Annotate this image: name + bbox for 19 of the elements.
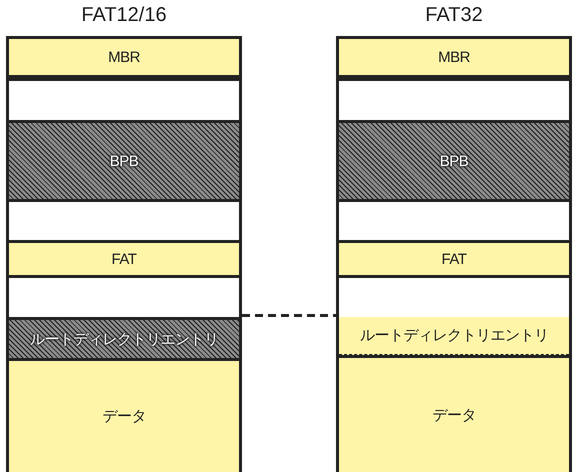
region-block [9,358,239,472]
dashed-guide-line [242,314,336,317]
column-heading: FAT32 [424,4,484,27]
region-label: FAT [442,250,466,268]
region-block [9,39,239,78]
region-block [9,240,239,275]
column-heading: FAT12/16 [80,4,168,27]
hatched-region-block [339,120,569,199]
region-label: FAT [112,250,136,268]
region-label: データ [102,407,146,426]
region-label: MBR [108,48,140,66]
region-block [339,317,569,355]
region-block [339,355,569,472]
region-label: データ [432,406,476,424]
region-label: MBR [438,48,470,66]
region-block [339,39,569,78]
hatched-region-block [9,120,239,199]
region-block [339,240,569,275]
region-label: ルートディレクトリエントリ [360,326,548,345]
